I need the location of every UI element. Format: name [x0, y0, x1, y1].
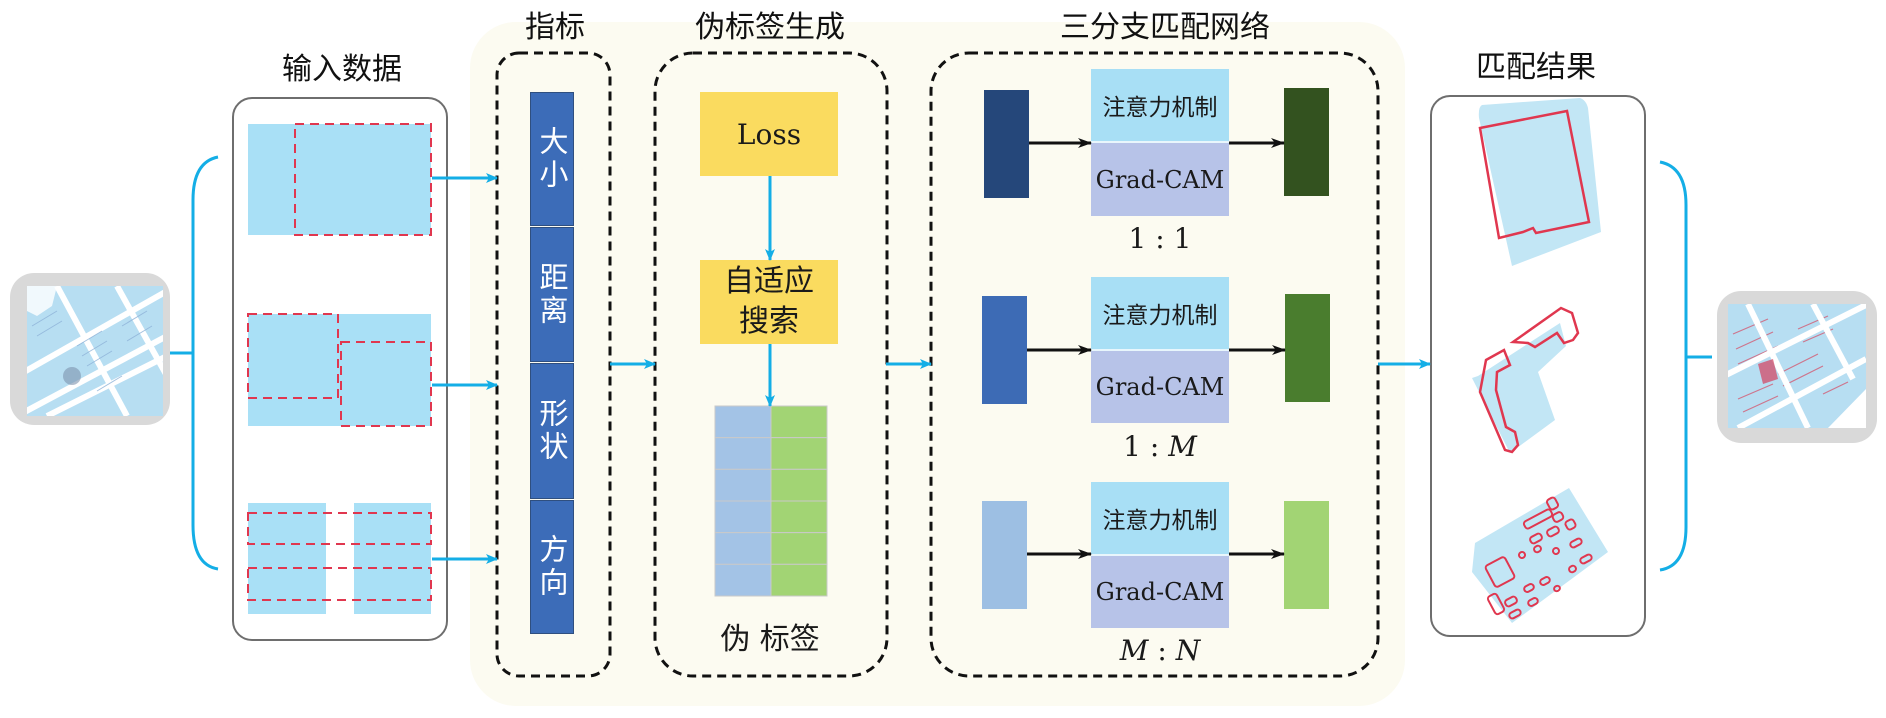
building-outline	[1486, 592, 1506, 616]
ratio-left: M	[1119, 634, 1149, 667]
branch3-attention-box: 注意力机制	[1091, 482, 1229, 556]
pseudo-grid-cell-green	[770, 500, 828, 534]
metric-direction: 方向	[530, 500, 574, 634]
branch1-ratio-label: 1 : 1	[1090, 222, 1230, 255]
input-bracket	[191, 155, 219, 571]
input-case-3	[247, 503, 432, 614]
pseudo-grid-cell-blue	[714, 468, 772, 502]
branch3-output-feature	[1284, 501, 1329, 609]
building-outline	[1546, 525, 1560, 538]
metric-size: 大小	[530, 92, 574, 226]
building-outline	[1546, 496, 1559, 511]
pseudo-grid-cell-blue	[714, 532, 772, 565]
building-outline	[1484, 556, 1516, 588]
building-outline	[1529, 532, 1543, 545]
result-bracket	[1659, 160, 1688, 572]
pseudo-grid-cell-green	[770, 468, 828, 502]
branch2-input-feature	[982, 296, 1027, 404]
title-three-branch-network: 三分支匹配网络	[1060, 10, 1270, 45]
building-outline	[1539, 576, 1551, 586]
building-outline	[1518, 551, 1526, 559]
branch1-gradcam-box: Grad-CAM	[1091, 143, 1229, 216]
building-outline	[1569, 537, 1583, 549]
result-case-1-to-m	[1472, 306, 1580, 454]
building-outline	[1551, 511, 1565, 523]
building-outline	[1508, 608, 1522, 620]
ratio-right: M	[1168, 430, 1197, 463]
branch3-input-feature	[982, 501, 1027, 609]
loss-box: Loss	[700, 92, 838, 176]
pseudo-grid-cell-blue	[714, 405, 772, 439]
pseudo-label-grid	[714, 405, 828, 597]
building-outline	[1523, 583, 1535, 593]
building-outline	[1527, 597, 1539, 607]
pseudo-grid-cell-green	[770, 437, 828, 470]
branch2-output-feature	[1285, 294, 1330, 402]
metric-distance: 距离	[530, 227, 574, 362]
metric-shape: 形状	[530, 363, 574, 499]
pseudo-grid-cell-blue	[714, 437, 772, 470]
title-matching-results: 匹配结果	[1476, 50, 1596, 85]
branch1-input-feature	[984, 90, 1029, 198]
result-case-m-to-n	[1472, 488, 1608, 623]
branch1-output-feature	[1284, 88, 1329, 196]
building-outline	[1568, 564, 1577, 574]
title-pseudo-label-generation: 伪标签生成	[695, 10, 845, 45]
metrics-dashed-frame	[495, 51, 612, 678]
branch3-gradcam-box: Grad-CAM	[1091, 556, 1229, 628]
branch2-gradcam-box: Grad-CAM	[1091, 351, 1229, 423]
input-map-thumbnail	[10, 273, 170, 425]
ratio-right: N	[1175, 634, 1201, 667]
three-branch-dashed-frame	[929, 51, 1380, 678]
ratio-sep: :	[1146, 222, 1174, 255]
input-case-2	[247, 313, 432, 427]
result-map-thumbnail	[1717, 291, 1877, 443]
branch2-ratio-label: 1 : M	[1090, 430, 1230, 463]
adaptive-search-box: 自适应搜索	[700, 260, 838, 344]
branch3-ratio-label: M : N	[1090, 634, 1230, 667]
building-outline	[1522, 508, 1554, 530]
ratio-sep: :	[1148, 634, 1176, 667]
pseudo-grid-cell-green	[770, 563, 828, 597]
ratio-left: 1	[1128, 222, 1147, 255]
building-outline	[1579, 553, 1593, 565]
building-outline	[1504, 595, 1518, 608]
branch2-attention-box: 注意力机制	[1091, 277, 1229, 351]
ratio-sep: :	[1140, 430, 1169, 463]
ratio-right: 1	[1173, 222, 1192, 255]
building-outline	[1533, 544, 1542, 554]
building-outline	[1553, 584, 1561, 593]
branch1-attention-box: 注意力机制	[1091, 69, 1229, 143]
pseudo-grid-cell-green	[770, 405, 828, 439]
building-outline	[1552, 547, 1560, 555]
title-input-data: 输入数据	[282, 52, 402, 87]
pseudo-grid-cell-blue	[714, 500, 772, 534]
pseudo-grid-cell-green	[770, 532, 828, 565]
title-metrics: 指标	[525, 10, 585, 45]
building-outline	[1564, 518, 1577, 531]
pseudo-grid-cell-blue	[714, 563, 772, 597]
pseudo-label-caption: 伪 标签	[720, 622, 820, 657]
ratio-left: 1	[1123, 430, 1141, 463]
result-case-1-to-1	[1478, 98, 1601, 266]
input-map-image	[27, 286, 163, 416]
input-case-1	[248, 123, 432, 236]
result-map-image	[1728, 304, 1866, 428]
